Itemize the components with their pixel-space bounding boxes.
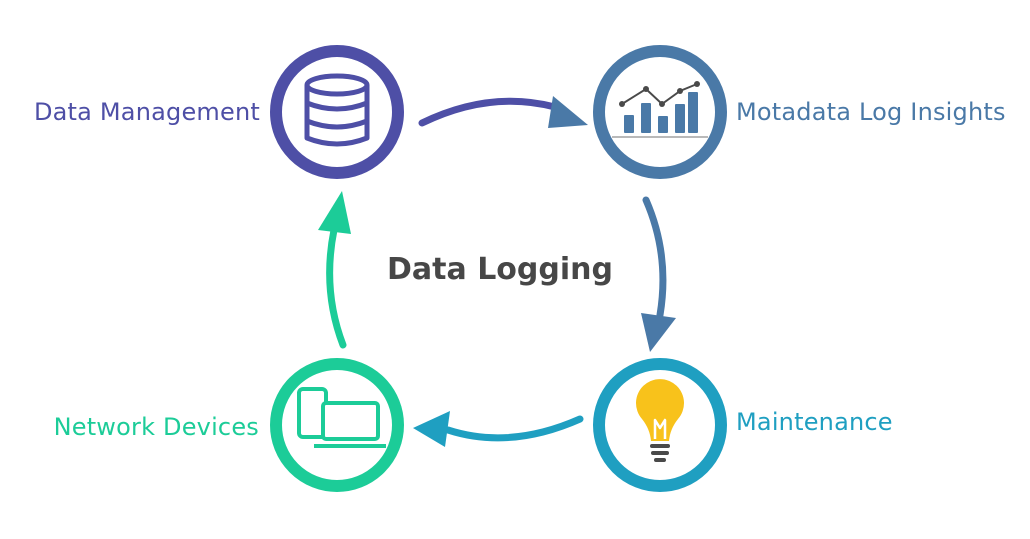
node-label-data-management: Data Management — [33, 98, 260, 126]
database-icon — [304, 73, 370, 147]
bar-chart-icon — [612, 81, 708, 138]
arrow-head-nd-to-dm — [318, 191, 351, 234]
arrow-head-mt-to-nd — [413, 411, 450, 447]
flow-arrows — [318, 96, 676, 447]
arrow-head-li-to-mt — [641, 313, 676, 352]
lightbulb-icon — [635, 379, 684, 462]
arrow-dm-to-li — [418, 97, 559, 127]
arrow-mt-to-nd — [444, 415, 584, 442]
devices-icon — [297, 387, 386, 448]
node-label-network-devices: Network Devices — [53, 413, 259, 441]
node-ring-data-management — [270, 45, 404, 179]
arrow-head-dm-to-li — [548, 96, 588, 128]
arrow-nd-to-dm — [326, 226, 347, 349]
arrow-li-to-mt — [642, 196, 667, 319]
diagram-title: Data Logging — [387, 252, 613, 287]
node-ring-log-insights — [593, 45, 727, 179]
node-label-log-insights: Motadata Log Insights — [736, 98, 1006, 126]
node-label-maintenance: Maintenance — [736, 408, 893, 436]
